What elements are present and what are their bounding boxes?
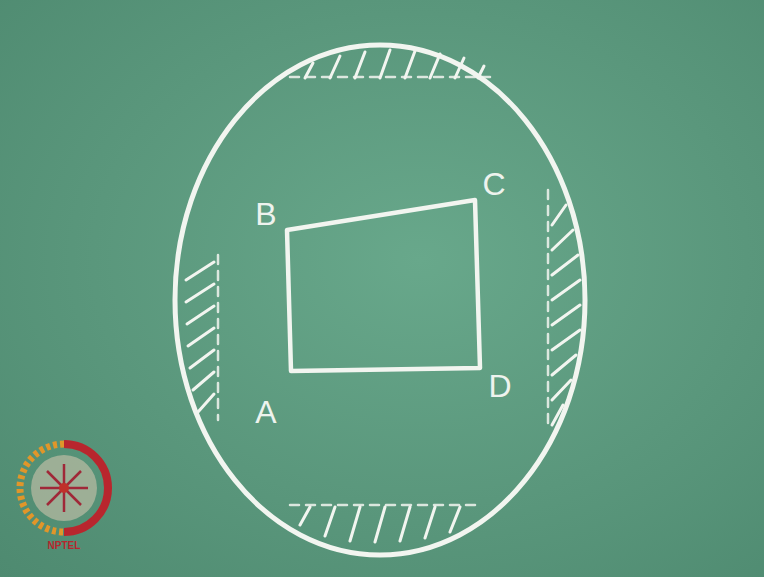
inner-rectangle [287,200,480,371]
logo-text: NPTEL [48,541,81,551]
corner-label: A [255,396,276,428]
logo [20,444,108,532]
corner-label: C [482,168,505,200]
hatching [186,50,580,542]
outer-boundary [175,45,585,555]
corner-label: B [255,198,276,230]
dashed-boundaries [218,77,548,505]
corner-label: D [488,370,511,402]
